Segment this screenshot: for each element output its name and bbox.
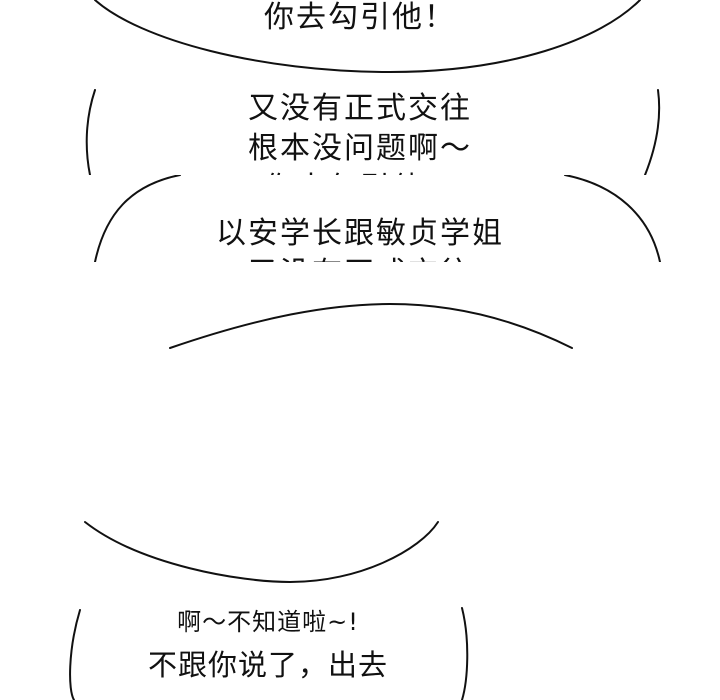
speech-bubble-outline-1 [94, 0, 641, 74]
bubble-2-line-3: 你去勾引他！ [0, 163, 720, 175]
bubble-3-line-2: 又没有正式交往 [0, 248, 720, 262]
comic-panel-2: 又没有正式交往 根本没问题啊～ 你去勾引他！ [0, 80, 720, 175]
bubble-2-line-1: 又没有正式交往 [248, 91, 472, 126]
speech-bubble-outline-3 [94, 175, 661, 262]
bubble-5-line-1: 啊～不知道啦~! [177, 608, 359, 636]
speech-bubble-outline-4 [169, 302, 573, 349]
speech-bubble-outline-2 [85, 89, 661, 175]
comic-panel-1: 你去勾引他！ [0, 0, 720, 80]
comic-panel-4 [0, 262, 720, 350]
bubble-3-line-1: 以安学长跟敏贞学姐 [216, 216, 504, 251]
bubble-2-line-2: 根本没问题啊～ [248, 131, 472, 166]
comic-panel-3: 以安学长跟敏贞学姐 又没有正式交往 [0, 175, 720, 262]
speech-bubble-outline-5 [69, 521, 469, 700]
bubble-1-line-1: 你去勾引他！ [264, 0, 456, 35]
comic-panel-5: 啊～不知道啦~! 不跟你说了，出去 [0, 490, 720, 700]
blank-panel [0, 350, 720, 490]
bubble-5-line-2: 不跟你说了，出去 [147, 648, 388, 682]
